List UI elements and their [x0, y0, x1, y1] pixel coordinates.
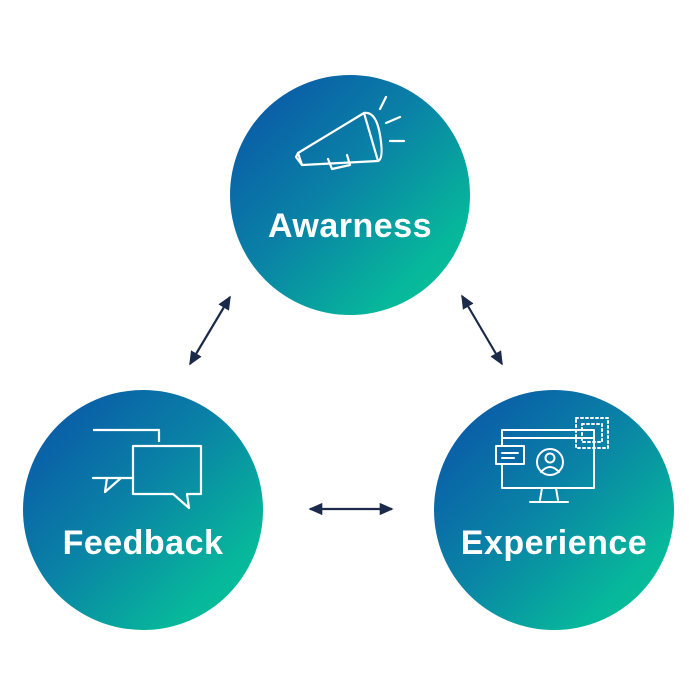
awareness-node: Awarness — [230, 75, 470, 315]
experience-node: Experience — [434, 390, 674, 630]
experience-label: Experience — [460, 524, 648, 562]
arrow-awareness-feedback — [189, 295, 231, 366]
feedback-label: Feedback — [62, 524, 224, 562]
chat-bubbles-icon — [91, 428, 203, 510]
monitor-user-icon — [495, 417, 609, 503]
arrow-awareness-experience — [461, 294, 503, 366]
feedback-node: Feedback — [23, 390, 263, 630]
awareness-label: Awarness — [267, 207, 433, 245]
megaphone-icon — [294, 95, 406, 171]
